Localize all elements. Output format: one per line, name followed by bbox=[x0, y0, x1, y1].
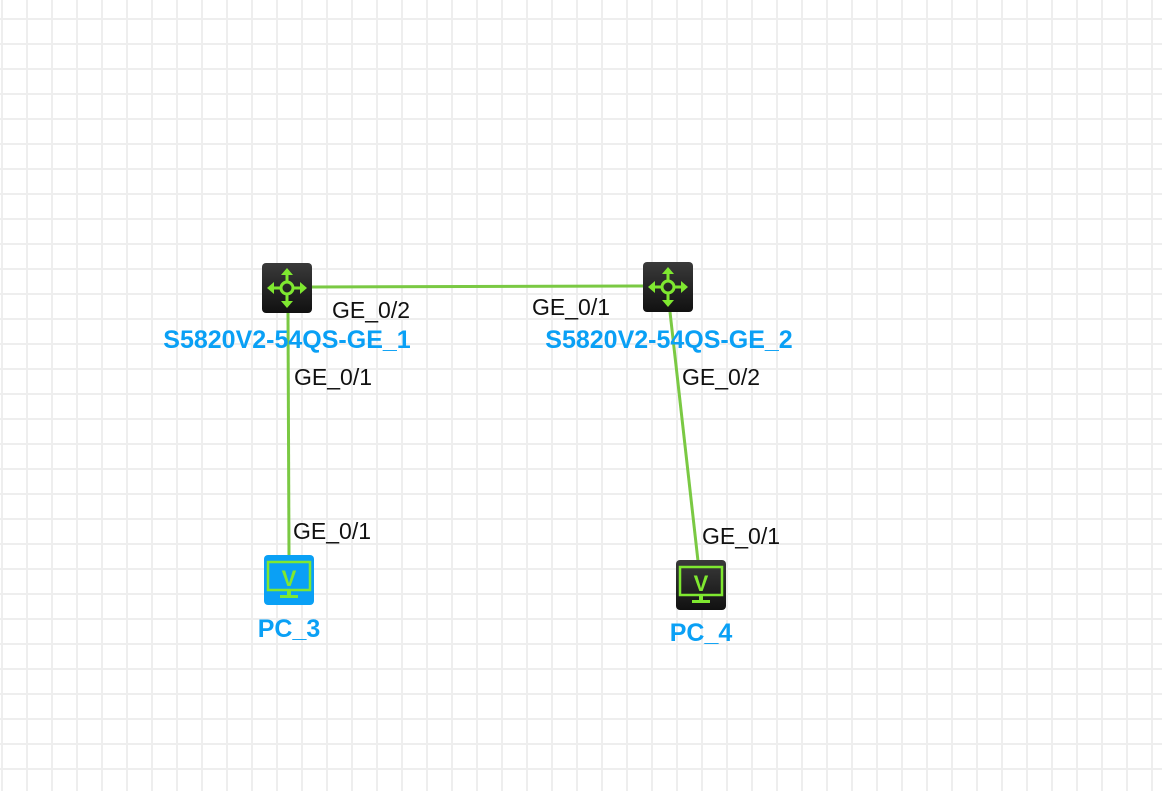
port-label-pc4-ge01: GE_0/1 bbox=[702, 523, 780, 549]
links bbox=[286, 284, 700, 562]
device-label-pc4: PC_4 bbox=[670, 619, 733, 647]
device-label-sw1: S5820V2-54QS-GE_1 bbox=[163, 326, 410, 354]
port-label-sw2-ge02: GE_0/2 bbox=[682, 364, 760, 390]
device-pc3[interactable] bbox=[264, 555, 314, 605]
port-label-sw2-ge01: GE_0/1 bbox=[532, 294, 610, 320]
port-label-pc3-ge01: GE_0/1 bbox=[293, 518, 371, 544]
switch-body bbox=[643, 262, 693, 312]
port-label-sw1-ge02: GE_0/2 bbox=[332, 297, 410, 323]
link-sw1-sw2[interactable] bbox=[311, 284, 644, 289]
device-label-pc3: PC_3 bbox=[258, 615, 321, 643]
link-sw1-pc3[interactable] bbox=[286, 312, 291, 557]
device-label-sw2: S5820V2-54QS-GE_2 bbox=[545, 326, 792, 354]
device-sw2[interactable] bbox=[643, 262, 693, 312]
device-sw1[interactable] bbox=[262, 263, 312, 313]
switch-body bbox=[262, 263, 312, 313]
link-sw2-pc4[interactable] bbox=[668, 311, 700, 562]
port-label-sw1-ge01: GE_0/1 bbox=[294, 364, 372, 390]
device-pc4[interactable] bbox=[676, 560, 726, 610]
